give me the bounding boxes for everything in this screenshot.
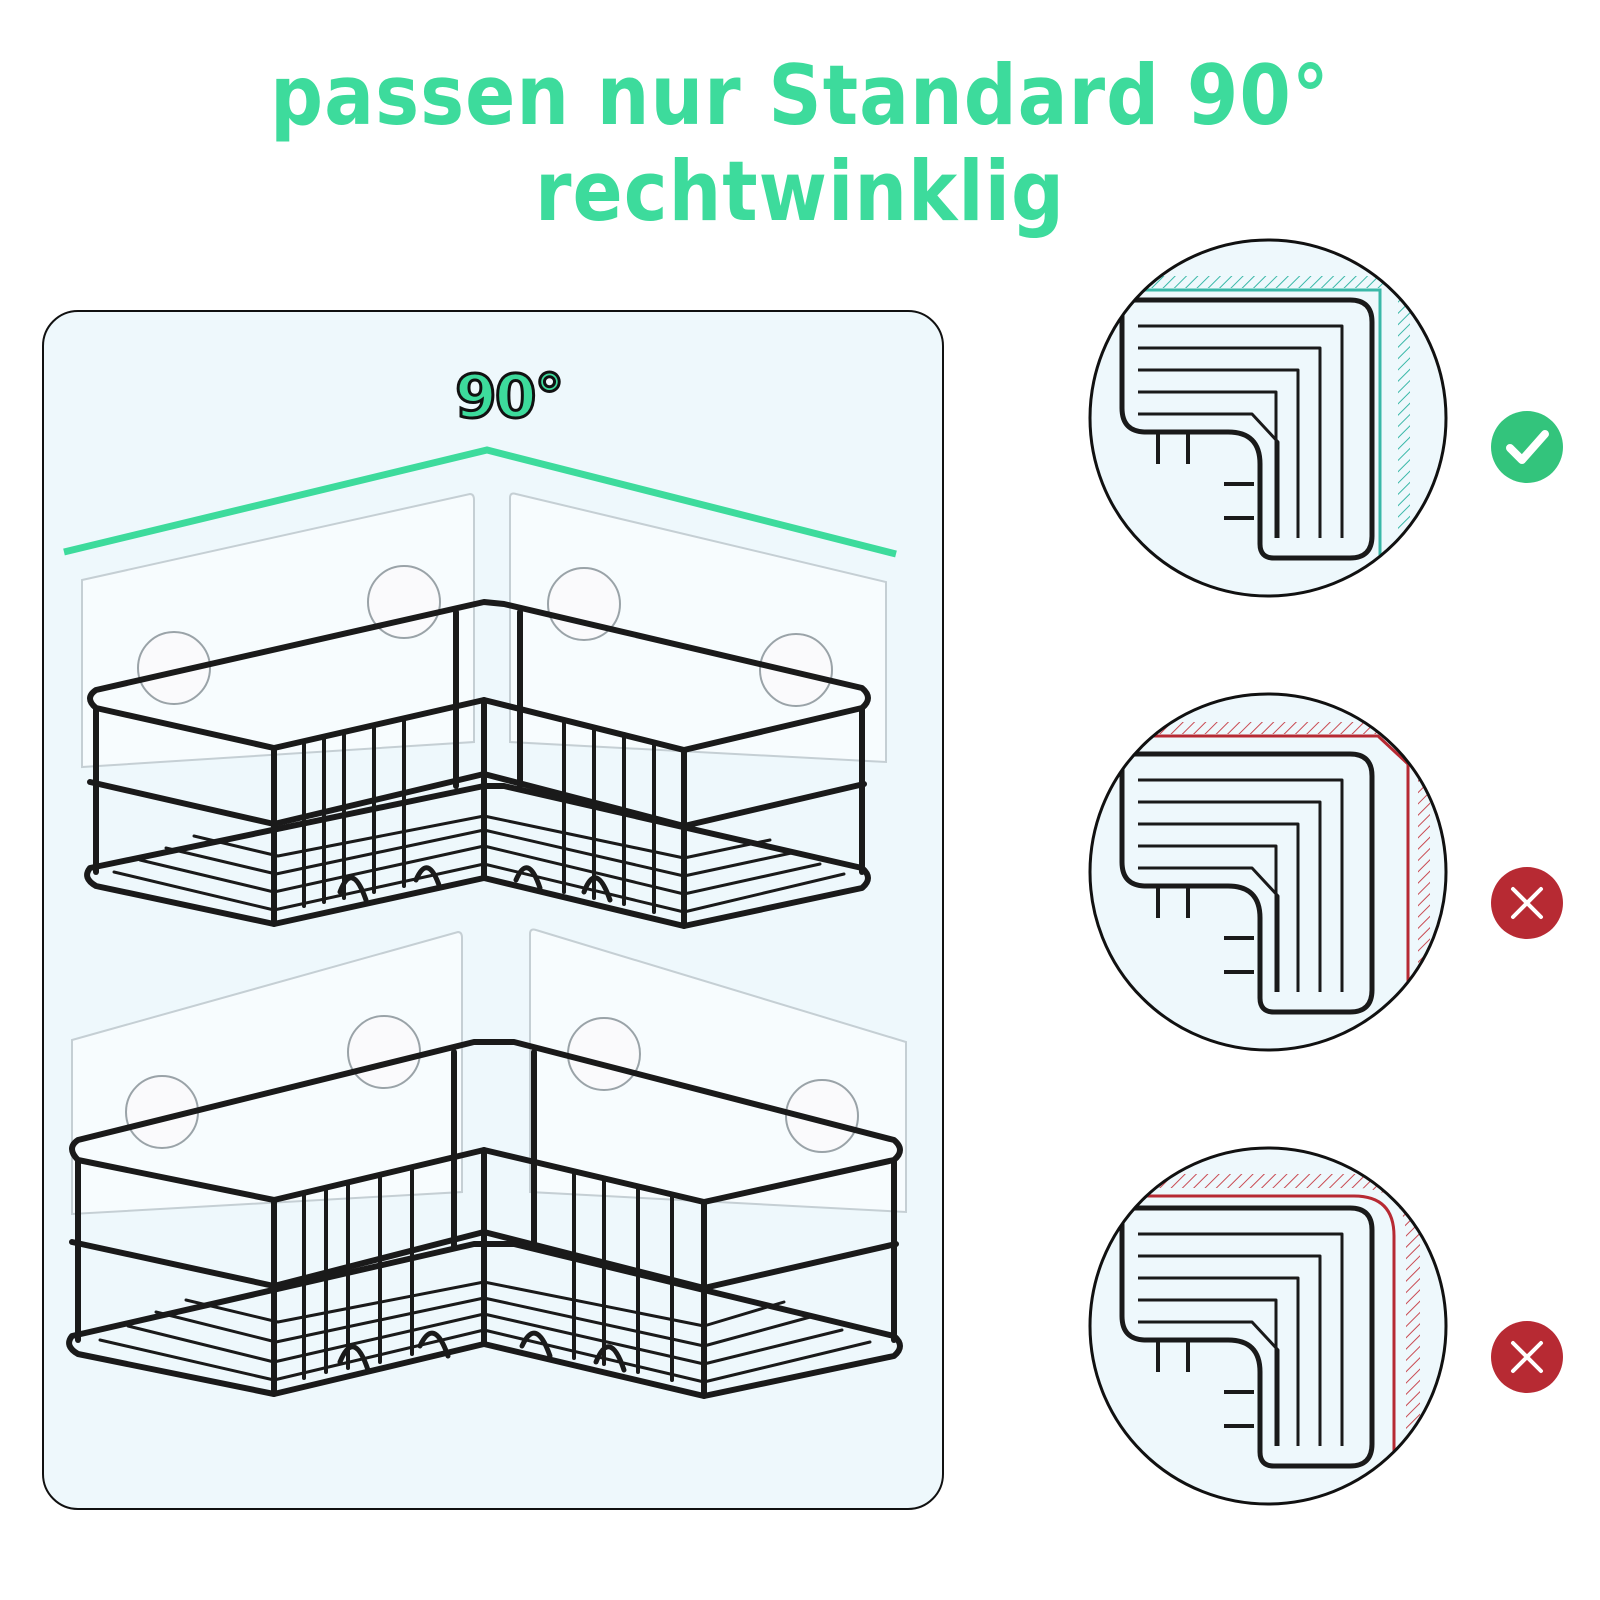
zoom-circle-right-angle — [1088, 238, 1448, 598]
wall-corner-line — [63, 446, 897, 558]
zoom-circle-obtuse-corner — [1088, 692, 1448, 1052]
check-icon — [1491, 411, 1563, 483]
shelf-top-view — [1119, 297, 1375, 561]
cross-icon — [1491, 1321, 1563, 1393]
corner-shelf-lower — [66, 1039, 903, 1399]
zoom-circle-rounded-corner — [1088, 1146, 1448, 1506]
cross-icon — [1491, 867, 1563, 939]
headline: passen nur Standard 90° rechtwinklig — [270, 47, 1330, 241]
product-illustration-panel — [42, 310, 944, 1510]
angle-label: 90° — [454, 361, 566, 434]
adhesive-sheets-lower — [71, 928, 907, 1216]
shelf-top-view — [1119, 1205, 1375, 1469]
shelf-top-view — [1119, 751, 1375, 1015]
corner-shelf-illustration — [63, 446, 907, 1399]
corner-shelf-upper — [84, 599, 871, 929]
